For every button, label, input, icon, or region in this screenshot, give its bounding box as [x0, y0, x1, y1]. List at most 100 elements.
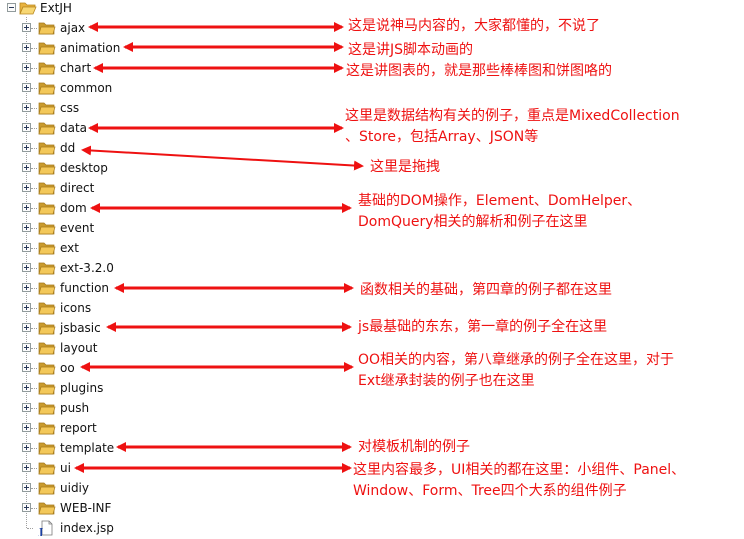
tree-folder-layout[interactable]: layout [0, 338, 140, 358]
expand-icon[interactable] [22, 223, 31, 232]
expand-icon[interactable] [22, 403, 31, 412]
tree-guide-branch [31, 388, 37, 389]
tree-folder-plugins[interactable]: plugins [0, 378, 140, 398]
expand-icon[interactable] [22, 343, 31, 352]
expand-icon[interactable] [22, 43, 31, 52]
annotation-dd: 这里是拖拽 [370, 159, 440, 175]
tree-folder-oo[interactable]: oo [0, 358, 140, 378]
tree-folder-label: ajax [60, 21, 86, 35]
tree-folder-label: layout [60, 341, 98, 355]
collapse-icon[interactable] [7, 3, 16, 12]
jsp-file-icon: J [38, 520, 53, 536]
tree-folder-ui[interactable]: ui [0, 458, 140, 478]
tree-folder-label: event [60, 221, 95, 235]
tree-folder-ext-3-2-0[interactable]: ext-3.2.0 [0, 258, 140, 278]
expand-icon[interactable] [22, 183, 31, 192]
annotation-chart: 这是讲图表的，就是那些棒棒图和饼图咯的 [346, 63, 612, 79]
tree-folder-label: report [60, 421, 97, 435]
tree-folder-ajax[interactable]: ajax [0, 18, 140, 38]
folder-icon [38, 62, 56, 75]
expand-icon[interactable] [22, 463, 31, 472]
tree-folder-direct[interactable]: direct [0, 178, 140, 198]
expand-icon[interactable] [22, 163, 31, 172]
expand-icon[interactable] [22, 243, 31, 252]
folder-icon [38, 222, 56, 235]
folder-icon [38, 142, 56, 155]
expand-icon[interactable] [22, 443, 31, 452]
tree-folder-chart[interactable]: chart [0, 58, 140, 78]
expand-icon[interactable] [22, 323, 31, 332]
expand-icon[interactable] [22, 423, 31, 432]
tree-folder-label: WEB-INF [60, 501, 112, 515]
open-folder-icon [19, 2, 37, 15]
expand-icon[interactable] [22, 103, 31, 112]
folder-icon [38, 502, 56, 515]
tree-guide-branch [31, 428, 37, 429]
tree-folder-label: dom [60, 201, 87, 215]
expand-icon[interactable] [22, 363, 31, 372]
expand-icon[interactable] [22, 383, 31, 392]
tree-guide-line [26, 17, 27, 528]
folder-icon [38, 382, 56, 395]
annotation-template: 对模板机制的例子 [358, 439, 470, 455]
folder-icon [38, 302, 56, 315]
expand-icon[interactable] [22, 123, 31, 132]
annotation-function: 函数相关的基础，第四章的例子都在这里 [360, 282, 612, 298]
expand-icon[interactable] [22, 143, 31, 152]
expand-icon[interactable] [22, 503, 31, 512]
expand-icon[interactable] [22, 303, 31, 312]
expand-icon[interactable] [22, 263, 31, 272]
tree-folder-jsbasic[interactable]: jsbasic [0, 318, 140, 338]
tree-folder-label: animation [60, 41, 121, 55]
arrow-dd [81, 145, 364, 171]
folder-icon [38, 422, 56, 435]
tree-folder-label: ext-3.2.0 [60, 261, 114, 275]
tree-folder-push[interactable]: push [0, 398, 140, 418]
expand-icon[interactable] [22, 23, 31, 32]
folder-icon [38, 122, 56, 135]
tree-folder-label: chart [60, 61, 92, 75]
folder-icon [38, 102, 56, 115]
expand-icon[interactable] [22, 63, 31, 72]
folder-icon [38, 442, 56, 455]
expand-icon[interactable] [22, 203, 31, 212]
tree-folder-label: plugins [60, 381, 104, 395]
tree-folder-dd[interactable]: dd [0, 138, 140, 158]
tree-folder-icons[interactable]: icons [0, 298, 140, 318]
tree-folder-animation[interactable]: animation [0, 38, 140, 58]
tree-guide-branch [31, 128, 37, 129]
tree-guide-branch [31, 28, 37, 29]
folder-icon [38, 42, 56, 55]
tree-file-index-jsp[interactable]: J index.jsp [0, 518, 140, 538]
tree-folder-template[interactable]: template [0, 438, 140, 458]
svg-text:J: J [38, 528, 43, 536]
expand-icon[interactable] [22, 83, 31, 92]
tree-guide-branch [31, 448, 37, 449]
tree-guide-branch [31, 268, 37, 269]
tree-folder-event[interactable]: event [0, 218, 140, 238]
folder-icon [38, 402, 56, 415]
tree-folder-ext[interactable]: ext [0, 238, 140, 258]
tree-folder-report[interactable]: report [0, 418, 140, 438]
folder-icon [38, 282, 56, 295]
expand-icon[interactable] [22, 283, 31, 292]
expand-icon[interactable] [22, 483, 31, 492]
tree-folder-css[interactable]: css [0, 98, 140, 118]
tree-folder-data[interactable]: data [0, 118, 140, 138]
tree-folder-label: jsbasic [60, 321, 101, 335]
tree-folder-dom[interactable]: dom [0, 198, 140, 218]
tree-root-extjh[interactable]: ExtJH [0, 0, 140, 18]
tree-guide-branch [31, 408, 37, 409]
folder-icon [38, 162, 56, 175]
annotation-ajax: 这是说神马内容的，大家都懂的，不说了 [348, 18, 600, 34]
folder-icon [38, 342, 56, 355]
tree-guide-branch [31, 68, 37, 69]
tree-folder-common[interactable]: common [0, 78, 140, 98]
tree-folder-uidiy[interactable]: uidiy [0, 478, 140, 498]
tree-folder-label: icons [60, 301, 92, 315]
folder-icon [38, 82, 56, 95]
tree-guide-branch [31, 288, 37, 289]
tree-guide-branch [31, 208, 37, 209]
tree-folder-web-inf[interactable]: WEB-INF [0, 498, 140, 518]
tree-folder-function[interactable]: function [0, 278, 140, 298]
